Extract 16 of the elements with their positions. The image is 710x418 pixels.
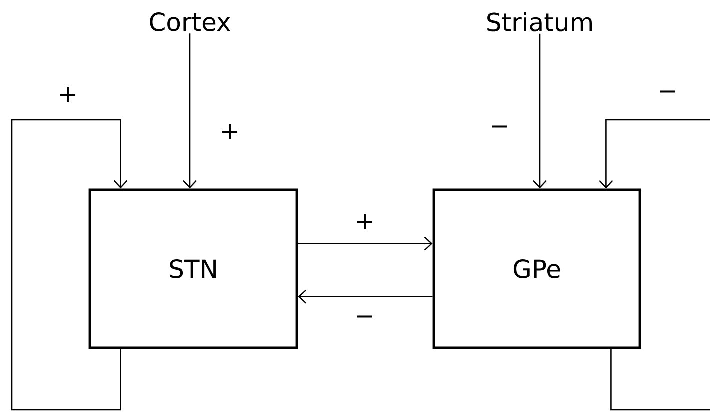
edge-label: − (358, 316, 373, 318)
arrow (298, 236, 433, 251)
arrow (183, 34, 197, 189)
source-label: Cortex (150, 12, 230, 32)
edge-label: − (660, 90, 676, 93)
arrow (533, 34, 547, 189)
arrow (298, 290, 433, 304)
region-box: GPe (432, 188, 642, 350)
edge-label: + (358, 214, 373, 230)
region-box: STN (88, 188, 298, 350)
edge-label: − (492, 126, 508, 128)
arrow (599, 119, 710, 189)
edge-label: + (60, 87, 76, 103)
source-label: Striatum (488, 12, 592, 32)
arrow (11, 119, 128, 411)
edge-label: + (222, 124, 238, 140)
